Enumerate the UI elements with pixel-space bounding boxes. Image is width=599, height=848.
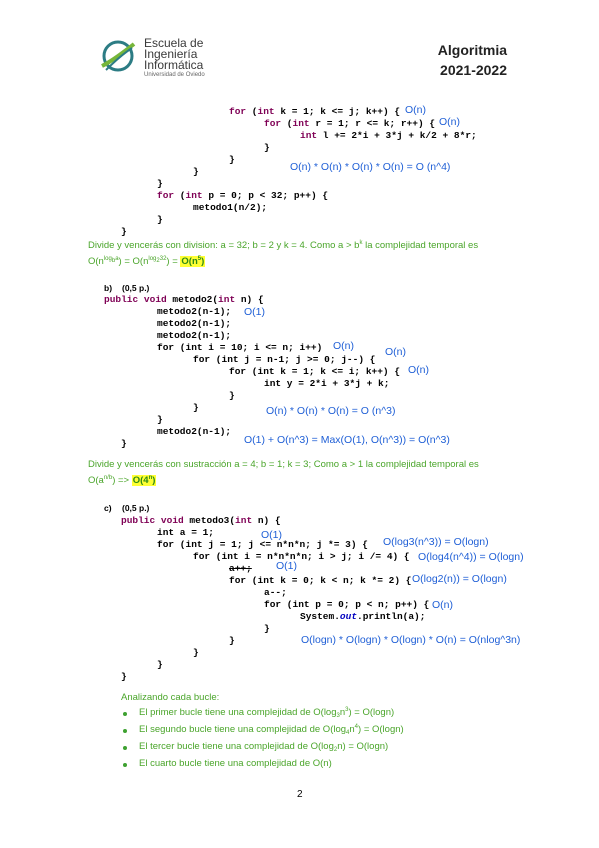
result-highlight: O(4n) xyxy=(131,475,157,486)
code-line: } xyxy=(121,226,127,237)
complexity-annotation: O(n) * O(n) * O(n) = O (n^3) xyxy=(266,405,396,417)
code-line: } xyxy=(157,659,163,670)
section-points: (0,5 p.) xyxy=(122,503,150,513)
section-label: b) xyxy=(104,283,113,293)
complexity-annotation: O(n) xyxy=(439,116,460,128)
analysis-item: El segundo bucle tiene una complejidad d… xyxy=(139,724,404,736)
code-line: } xyxy=(229,635,235,646)
code-line: a--; xyxy=(264,587,287,598)
code-line: for (int k = 1; k <= i; k++) { xyxy=(229,366,401,377)
explanation-text: O(nlogba) = O(nlog232) = O(n5) xyxy=(88,256,206,267)
code-line: } xyxy=(157,214,163,225)
explanation-text: O(an/b) => O(4n) xyxy=(88,475,157,486)
code-line: } xyxy=(264,623,270,634)
code-line: } xyxy=(121,438,127,449)
logo-line-1: Escuela de xyxy=(144,36,204,50)
bullet-icon xyxy=(123,763,127,767)
code-line: int l += 2*i + 3*j + k/2 + 8*r; xyxy=(300,130,477,141)
code-line: metodo2(n-1); xyxy=(157,426,232,437)
result-highlight: O(n5) xyxy=(180,256,206,267)
code-line: for (int p = 0; p < n; p++) { xyxy=(264,599,430,610)
code-line: } xyxy=(229,154,235,165)
complexity-annotation: O(n) * O(n) * O(n) * O(n) = O (n^4) xyxy=(290,161,451,173)
code-line: int a = 1; xyxy=(157,527,215,538)
complexity-annotation: O(n) xyxy=(408,364,429,376)
complexity-annotation: O(n) xyxy=(333,340,354,352)
logo-line-3: Informática xyxy=(144,58,204,72)
logo-line-4: Universidad de Oviedo xyxy=(144,72,205,78)
code-line: for (int j = 1; j <= n*n*n; j *= 3) { xyxy=(157,539,368,550)
code-line: int y = 2*i + 3*j + k; xyxy=(264,378,390,389)
code-line: for (int j = n-1; j >= 0; j--) { xyxy=(193,354,376,365)
code-line: } xyxy=(193,647,199,658)
code-line: for (int p = 0; p < 32; p++) { xyxy=(157,190,329,201)
bullet-icon xyxy=(123,729,127,733)
code-line: metodo1(n/2); xyxy=(193,202,268,213)
analysis-item: El cuarto bucle tiene una complejidad de… xyxy=(139,758,332,769)
logo-text: Escuela de Ingeniería Informática Univer… xyxy=(144,36,205,79)
code-line: } xyxy=(157,178,163,189)
explanation-text: Divide y vencerás con sustracción a = 4;… xyxy=(88,459,479,470)
complexity-annotation: O(1) + O(n^3) = Max(O(1), O(n^3)) = O(n^… xyxy=(244,434,450,446)
complexity-annotation: O(1) xyxy=(244,306,265,318)
analysis-item: El tercer bucle tiene una complejidad de… xyxy=(139,741,389,753)
code-line: } xyxy=(193,166,199,177)
code-line: metodo2(n-1); xyxy=(157,318,232,329)
complexity-annotation: O(n) xyxy=(385,346,406,358)
analysis-title: Analizando cada bucle: xyxy=(121,692,220,703)
bullet-icon xyxy=(123,712,127,716)
code-line: } xyxy=(157,414,163,425)
code-line: for (int i = 10; i <= n; i++) xyxy=(157,342,323,353)
complexity-annotation: O(1) xyxy=(276,560,297,572)
code-line: metodo2(n-1); xyxy=(157,330,232,341)
page-title: Algoritmia xyxy=(437,42,507,58)
complexity-annotation: O(log3(n^3)) = O(logn) xyxy=(383,536,489,548)
code-line: } xyxy=(193,402,199,413)
explanation-text: Divide y vencerás con division: a = 32; … xyxy=(88,240,479,251)
complexity-annotation: O(log2(n)) = O(logn) xyxy=(412,573,507,585)
school-logo xyxy=(98,36,138,76)
bullet-icon xyxy=(123,746,127,750)
complexity-annotation: O(logn) * O(logn) * O(logn) * O(n) = O(n… xyxy=(301,634,521,646)
code-line: } xyxy=(229,390,235,401)
page-year: 2021-2022 xyxy=(440,62,507,78)
section-points: (0,5 p.) xyxy=(122,283,150,293)
code-line: for (int k = 0; k < n; k *= 2) { xyxy=(229,575,412,586)
page-number: 2 xyxy=(297,789,303,800)
code-line: } xyxy=(264,142,270,153)
complexity-annotation: O(n) xyxy=(405,104,426,116)
code-line: } xyxy=(121,671,127,682)
method-signature: public void metodo2(int n) { xyxy=(104,294,264,305)
code-line: for (int r = 1; r <= k; r++) { xyxy=(264,118,436,129)
code-line: a++; xyxy=(229,563,252,574)
code-line: for (int i = n*n*n*n; i > j; i /= 4) { xyxy=(193,551,410,562)
complexity-annotation: O(log4(n^4)) = O(logn) xyxy=(418,551,524,563)
code-line: metodo2(n-1); xyxy=(157,306,232,317)
logo-icon xyxy=(101,40,136,72)
analysis-item: El primer bucle tiene una complejidad de… xyxy=(139,707,395,719)
complexity-annotation: O(n) xyxy=(432,599,453,611)
code-line: System.out.println(a); xyxy=(300,611,426,622)
code-line: for (int k = 1; k <= j; k++) { xyxy=(229,106,401,117)
section-label: c) xyxy=(104,503,112,513)
method-signature: public void metodo3(int n) { xyxy=(121,515,281,526)
logo-line-2: Ingeniería xyxy=(144,47,198,61)
complexity-annotation: O(1) xyxy=(261,529,282,541)
